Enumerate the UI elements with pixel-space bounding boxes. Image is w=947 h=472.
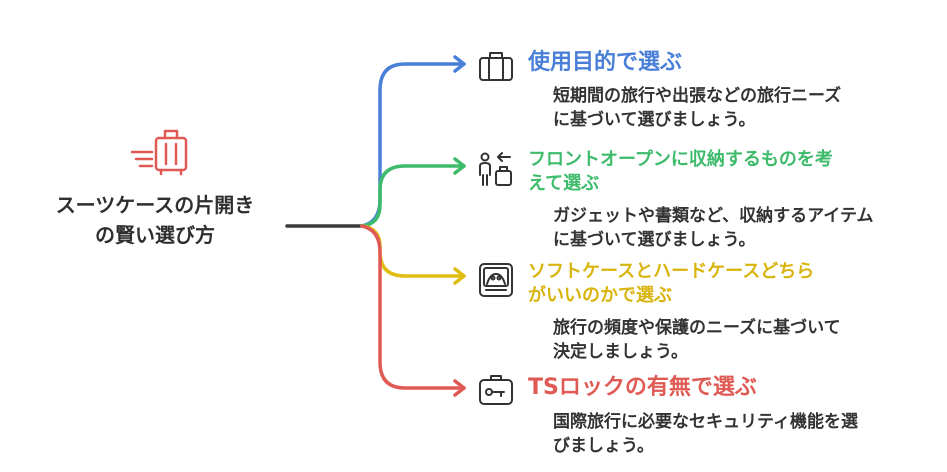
branch-desc-soft-or-hard: 旅行の頻度や保護のニーズに基づいて 決定しましょう。 <box>553 316 841 364</box>
branch-title-usage-purpose: 使用目的で選ぶ <box>528 50 683 75</box>
branch-connector-red <box>360 224 466 390</box>
branch-connector-blue <box>360 62 466 228</box>
branch-desc-line2: に基づいて選びましょう。 <box>553 230 756 250</box>
branch-connector-green <box>360 164 466 228</box>
branch-desc-line1: ガジェットや書類など、収納するアイテム <box>553 206 874 226</box>
branch-desc-line1: 旅行の頻度や保護のニーズに基づいて <box>553 318 841 338</box>
branch-title-line2: えて選ぶ <box>528 173 600 194</box>
lock-key-icon <box>479 375 513 405</box>
briefcase-icon <box>479 52 513 81</box>
branch-title-line1: フロントオープンに収納するものを考 <box>528 149 833 170</box>
branch-desc-usage-purpose: 短期間の旅行や出張などの旅行ニーズ に基づいて選びましょう。 <box>553 84 841 132</box>
suitcase-icon <box>130 129 188 176</box>
branch-desc-line2: びましょう。 <box>553 436 654 456</box>
branch-desc-line1: 短期間の旅行や出張などの旅行ニーズ <box>553 86 842 106</box>
arrowhead-blue <box>453 55 466 73</box>
branch-title-line1: ソフトケースとハードケースどちら <box>528 261 815 282</box>
branch-title-ts-lock: TSロックの有無で選ぶ <box>528 375 757 400</box>
arrowhead-red <box>453 379 466 397</box>
branch-desc-front-open: ガジェットや書類など、収納するアイテム に基づいて選びましょう。 <box>553 204 873 252</box>
branch-title-line2: がいいのかで選ぶ <box>528 285 672 306</box>
branch-desc-ts-lock: 国際旅行に必要なセキュリティ機能を選 びましょう。 <box>553 410 858 458</box>
traveler-luggage-icon <box>479 152 512 186</box>
branch-desc-line2: 決定しましょう。 <box>553 342 688 362</box>
arrowhead-green <box>453 157 466 175</box>
open-suitcase-icon <box>479 263 513 297</box>
central-topic-line1: スーツケースの片開き <box>55 193 255 217</box>
branch-title-front-open: フロントオープンに収納するものを考 えて選ぶ <box>528 148 833 196</box>
arrowhead-yellow <box>453 267 466 285</box>
branch-title-soft-or-hard: ソフトケースとハードケースどちら がいいのかで選ぶ <box>528 260 814 308</box>
central-topic-line2: の賢い選び方 <box>95 223 215 247</box>
branch-connector-yellow <box>360 224 466 278</box>
central-topic: スーツケースの片開き の賢い選び方 <box>20 190 290 250</box>
branch-desc-line2: に基づいて選びましょう。 <box>553 110 756 130</box>
branch-desc-line1: 国際旅行に必要なセキュリティ機能を選 <box>553 412 858 432</box>
